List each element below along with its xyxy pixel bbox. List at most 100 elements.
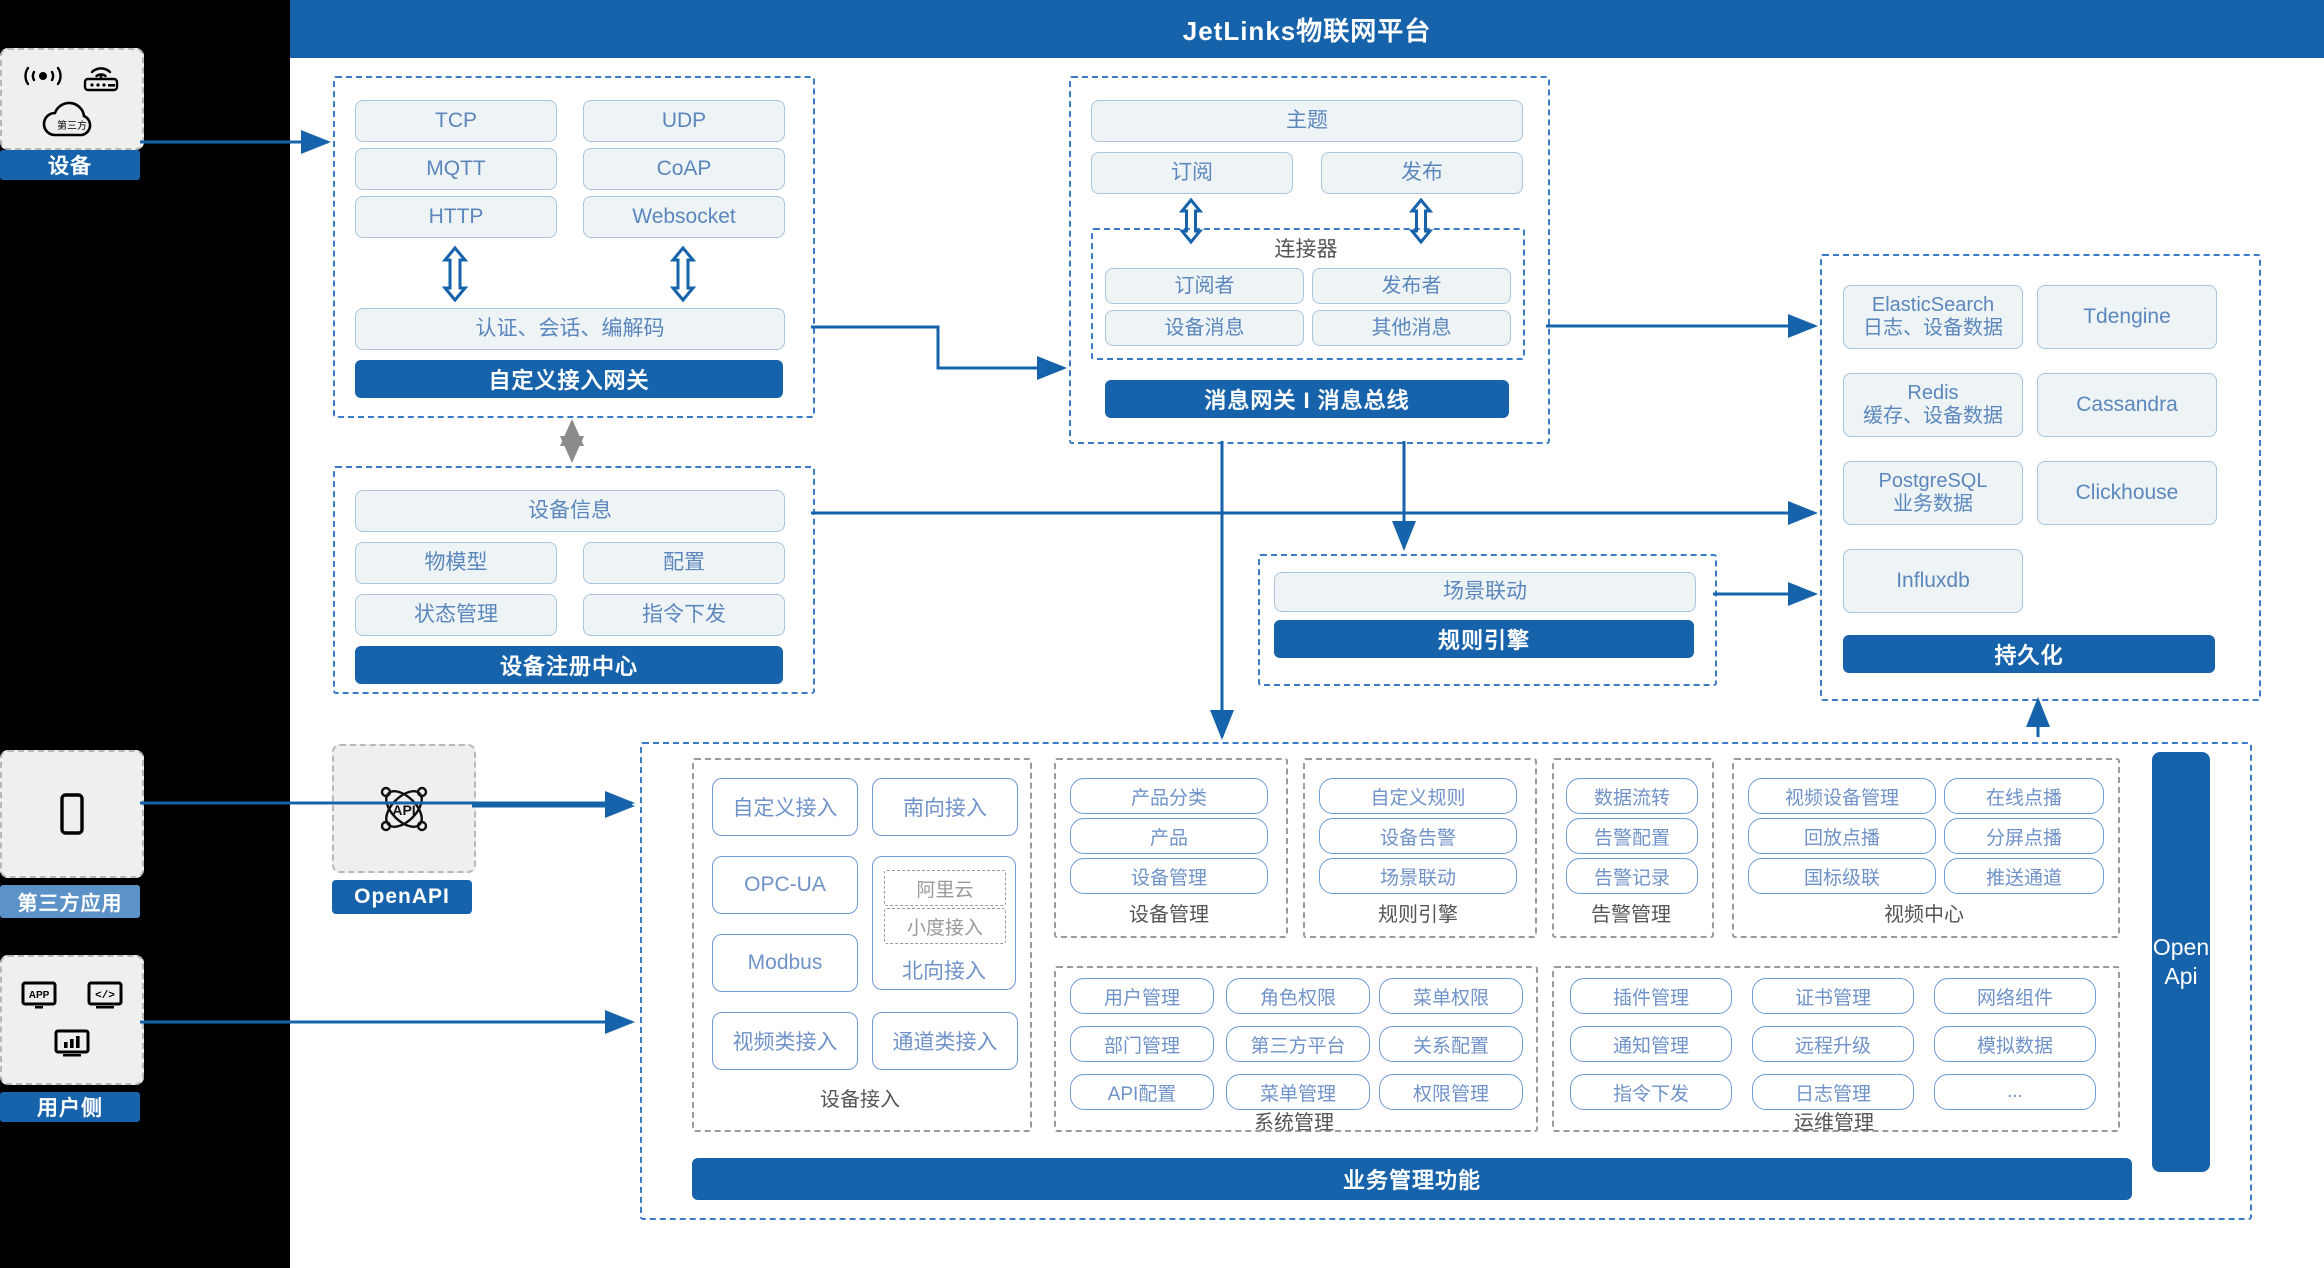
svg-text:APP: APP xyxy=(29,990,50,1001)
gateway-protocol-tcp: TCP xyxy=(355,100,557,142)
device-access-southbound: 南向接入 xyxy=(872,778,1018,836)
rule-engine-custom-rule: 自定义规则 xyxy=(1319,778,1517,814)
device-access-custom: 自定义接入 xyxy=(712,778,858,836)
connector-publisher-text: 发布者 xyxy=(1381,274,1442,297)
device-registry-title-text: 设备注册中心 xyxy=(499,654,638,679)
page-title-text: JetLinks物联网平台 xyxy=(1182,15,1432,46)
rule-engine-custom-rule-text: 自定义规则 xyxy=(1370,787,1466,809)
persistence-redis-name: Redis xyxy=(1907,382,1959,404)
rule-engine-scene-linkage: 场景联动 xyxy=(1319,858,1517,894)
alarm-management-caption-text: 告警管理 xyxy=(1591,903,1671,926)
code-icon: </> xyxy=(72,972,138,1020)
video-center-gb-cascade: 国标级联 xyxy=(1748,858,1936,894)
connector-subscriber-text: 订阅者 xyxy=(1174,274,1235,297)
ops-command-dispatch: 指令下发 xyxy=(1570,1074,1732,1110)
gateway-auth-session-codec-text: 认证、会话、编解码 xyxy=(475,316,665,340)
device-access-modbus: Modbus xyxy=(712,934,858,992)
system-management-menus-text: 菜单管理 xyxy=(1259,1083,1336,1105)
device-access-aliyun-text: 阿里云 xyxy=(916,879,974,901)
device-access-opcua-text: OPC-UA xyxy=(744,873,826,896)
device-access-channel: 通道类接入 xyxy=(872,1012,1018,1070)
connector-other-message: 其他消息 xyxy=(1312,310,1511,346)
system-management-roles: 角色权限 xyxy=(1226,978,1370,1014)
business-title-text: 业务管理功能 xyxy=(1342,1168,1481,1193)
openapi-side-bar-line2: Api xyxy=(2164,963,2198,989)
gateway-protocol-http-text: HTTP xyxy=(428,204,484,228)
signal-wave-icon xyxy=(14,56,72,96)
gateway-title-text: 自定义接入网关 xyxy=(488,368,650,393)
ops-remote-upgrade: 远程升级 xyxy=(1752,1026,1914,1062)
device-access-northbound-text: 北向接入 xyxy=(902,960,986,983)
device-access-caption: 设备接入 xyxy=(692,1080,1028,1114)
system-management-third-party-text: 第三方平台 xyxy=(1250,1035,1346,1057)
rule-engine-group-caption: 规则引擎 xyxy=(1303,896,1533,928)
chart-icon xyxy=(6,1020,138,1068)
ops-remote-upgrade-text: 远程升级 xyxy=(1794,1035,1871,1057)
message-bus-publish-text: 发布 xyxy=(1401,160,1443,184)
video-center-online-vod: 在线点播 xyxy=(1944,778,2104,814)
ops-log-management-text: 日志管理 xyxy=(1794,1083,1871,1105)
device-icon-card: 第三方 xyxy=(0,48,144,150)
message-bus-topic-text: 主题 xyxy=(1286,108,1328,132)
ops-certificate-management: 证书管理 xyxy=(1752,978,1914,1014)
device-management-product-text: 产品 xyxy=(1149,827,1188,849)
gateway-protocol-http: HTTP xyxy=(355,196,557,238)
gateway-protocol-mqtt: MQTT xyxy=(355,148,557,190)
device-registry-thing-model-text: 物模型 xyxy=(424,550,488,574)
rail-label-device: 设备 xyxy=(0,150,140,180)
api-atom-icon: API xyxy=(372,778,436,840)
business-title: 业务管理功能 xyxy=(692,1158,2132,1200)
device-access-video: 视频类接入 xyxy=(712,1012,858,1070)
video-center-online-vod-text: 在线点播 xyxy=(1985,787,2062,809)
device-access-video-text: 视频类接入 xyxy=(732,1031,838,1054)
app-icon: APP xyxy=(6,972,72,1020)
system-management-caption: 系统管理 xyxy=(1054,1104,1534,1136)
device-management-product: 产品 xyxy=(1070,818,1268,854)
ops-more: ... xyxy=(1934,1074,2096,1110)
gateway-protocol-websocket: Websocket xyxy=(583,196,785,238)
rail-label-third-party-app-text: 第三方应用 xyxy=(17,893,123,915)
third-party-cloud-icon: 第三方 xyxy=(12,96,132,142)
persistence-elasticsearch-name: ElasticSearch xyxy=(1871,294,1995,316)
system-management-api-config: API配置 xyxy=(1070,1074,1214,1110)
persistence-elasticsearch-sub: 日志、设备数据 xyxy=(1863,317,2003,339)
alarm-management-config-text: 告警配置 xyxy=(1593,827,1670,849)
rule-engine-title-text: 规则引擎 xyxy=(1437,628,1530,653)
system-management-relations: 关系配置 xyxy=(1379,1026,1523,1062)
device-access-xiaodu: 小度接入 xyxy=(884,908,1006,944)
ops-management-caption-text: 运维管理 xyxy=(1794,1111,1874,1134)
system-management-relations-text: 关系配置 xyxy=(1412,1035,1489,1057)
rule-engine-scene-text: 场景联动 xyxy=(1443,579,1527,603)
video-center-split-screen: 分屏点播 xyxy=(1944,818,2104,854)
device-access-channel-text: 通道类接入 xyxy=(892,1031,998,1054)
alarm-management-records-text: 告警记录 xyxy=(1593,867,1670,889)
persistence-influxdb-name: Influxdb xyxy=(1896,568,1970,592)
alarm-management-config: 告警配置 xyxy=(1566,818,1698,854)
persistence-title: 持久化 xyxy=(1843,635,2215,673)
openapi-side-bar: Open Api xyxy=(2152,752,2210,1172)
persistence-title-text: 持久化 xyxy=(1994,643,2064,668)
system-management-menus: 菜单管理 xyxy=(1226,1074,1370,1110)
gateway-protocol-udp-text: UDP xyxy=(661,108,707,132)
video-center-playback: 回放点播 xyxy=(1748,818,1936,854)
gateway-protocol-udp: UDP xyxy=(583,100,785,142)
connector-subscriber: 订阅者 xyxy=(1105,268,1304,304)
svg-text:</>: </> xyxy=(95,990,115,1002)
connector-caption: 连接器 xyxy=(1091,232,1521,264)
ops-simulated-data: 模拟数据 xyxy=(1934,1026,2096,1062)
device-access-opcua: OPC-UA xyxy=(712,856,858,914)
ops-plugin-management-text: 插件管理 xyxy=(1612,987,1689,1009)
mobile-phone-icon xyxy=(59,793,85,835)
persistence-tdengine-name: Tdengine xyxy=(2083,304,2171,328)
rail-label-device-text: 设备 xyxy=(48,155,92,178)
persistence-redis: Redis 缓存、设备数据 xyxy=(1843,373,2023,437)
openapi-side-bar-line1: Open xyxy=(2152,934,2210,961)
video-center-caption-text: 视频中心 xyxy=(1884,903,1964,926)
message-bus-title-text: 消息网关 I 消息总线 xyxy=(1204,388,1410,413)
ops-network-components-text: 网络组件 xyxy=(1976,987,2053,1009)
device-management-caption: 设备管理 xyxy=(1054,896,1284,928)
connector-device-message-text: 设备消息 xyxy=(1164,316,1245,339)
system-management-api-config-text: API配置 xyxy=(1107,1083,1177,1105)
rail-label-user-side-text: 用户侧 xyxy=(37,1097,103,1120)
ops-plugin-management: 插件管理 xyxy=(1570,978,1732,1014)
